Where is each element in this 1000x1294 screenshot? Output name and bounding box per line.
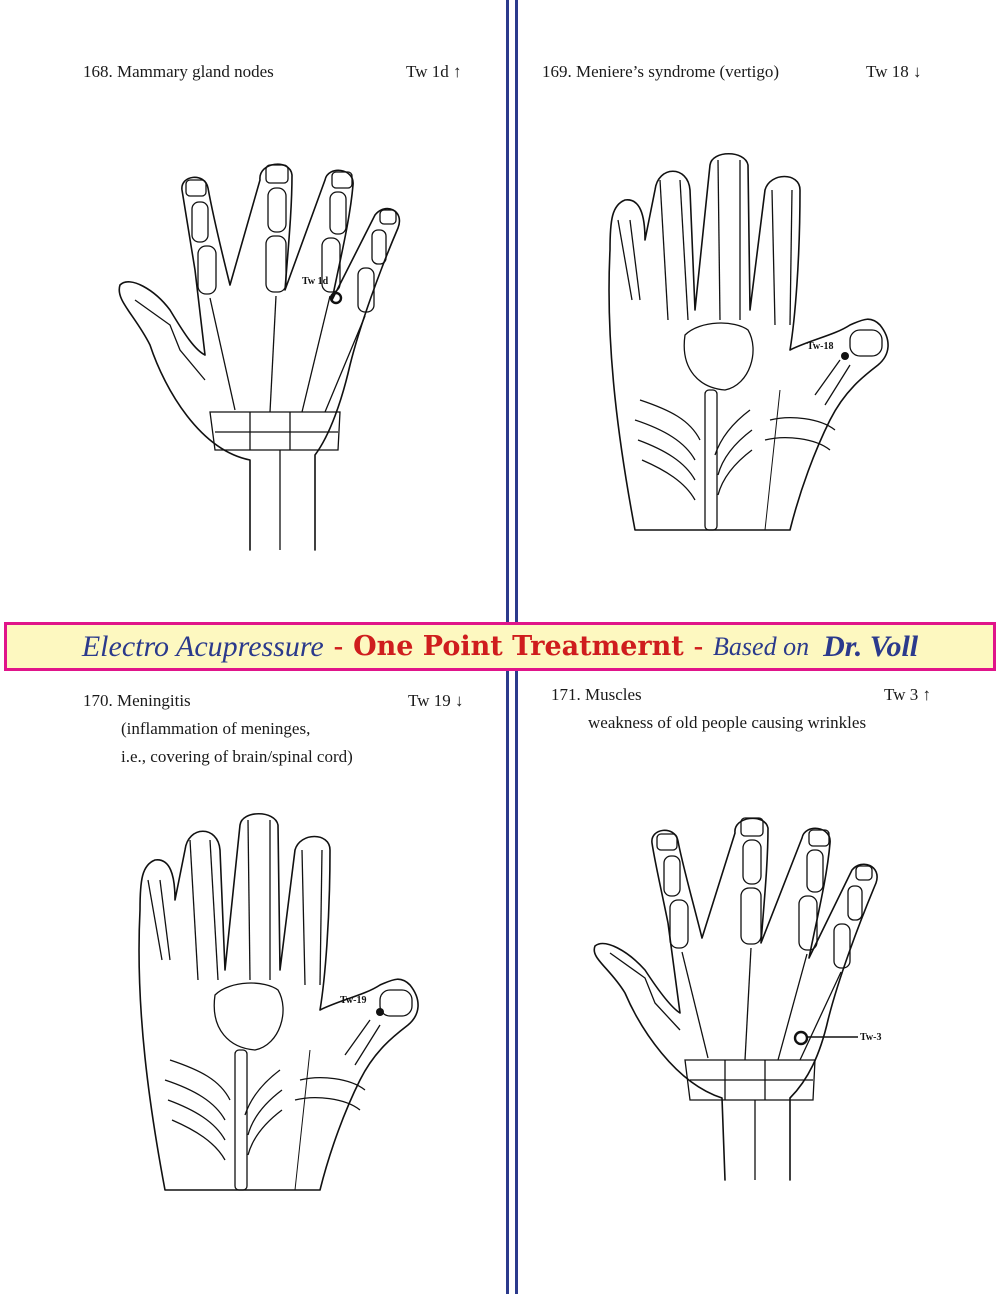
banner-title-part3: Based on [713, 631, 810, 661]
acupoint-marker-tw-1d [329, 291, 343, 305]
entry-170-subline-1: (inflammation of meninges, [121, 719, 311, 738]
entry-171-heading: 171. Muscles [551, 685, 642, 704]
hand-skeleton-figure-168: Tw 1d [118, 163, 401, 551]
banner-separator-2: - [693, 630, 704, 662]
banner-title-part2: One Point Treatmernt [353, 631, 684, 662]
entry-171-point-code: Tw 3 ↑ [884, 685, 931, 704]
acupoint-marker-tw-18 [841, 352, 849, 360]
banner-separator-1: - [333, 630, 344, 662]
point-label-tw-18: Tw-18 [807, 341, 833, 352]
hand-skeleton-figure-171: Tw-3 [593, 817, 881, 1181]
acupoint-marker-tw-19 [376, 1008, 384, 1016]
entry-171-subline-1: weakness of old people causing wrinkles [588, 713, 867, 732]
entry-169-point-code: Tw 18 ↓ [866, 62, 922, 81]
entry-169-heading: 169. Meniere’s syndrome (vertigo) [542, 62, 779, 81]
entry-168-heading: 168. Mammary gland nodes [83, 62, 274, 81]
vertical-divider-bottom [506, 670, 518, 1294]
point-label-tw-19: Tw-19 [340, 995, 366, 1006]
acupoint-marker-tw-3 [793, 1030, 809, 1046]
title-banner: Electro Acupressure - One Point Treatmer… [4, 622, 996, 671]
entry-168-point-code: Tw 1d ↑ [406, 62, 462, 81]
banner-title-part1: Electro Acupressure [81, 629, 324, 663]
entry-170-point-code: Tw 19 ↓ [408, 691, 464, 710]
point-label-tw-1d: Tw 1d [302, 276, 329, 287]
hand-body-figure-170: Tw-19 [138, 812, 419, 1191]
banner-title-part4: Dr. Voll [823, 629, 919, 663]
point-label-tw-3: Tw-3 [860, 1032, 881, 1043]
hand-body-figure-169: Tw-18 [608, 152, 889, 531]
entry-170-subline-2: i.e., covering of brain/spinal cord) [121, 747, 353, 766]
vertical-divider-top [506, 0, 518, 622]
entry-170-heading: 170. Meningitis [83, 691, 191, 710]
